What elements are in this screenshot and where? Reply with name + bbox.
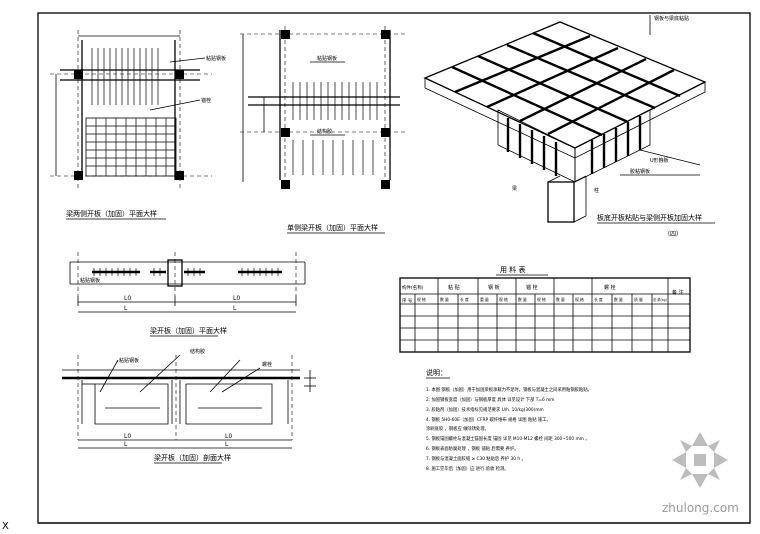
beam-plan-plate-label: 粘贴钢板 bbox=[80, 277, 100, 284]
table-group-0: 粘 贴 bbox=[448, 284, 460, 291]
table-title: 用 料 表 bbox=[500, 265, 525, 274]
table-sub-2: 长 度 bbox=[460, 297, 469, 302]
material-table: 用 料 表 构件(名称) 序 号 粘 贴 钢 板 锚 栓 螺 栓 备 注 规 格… bbox=[399, 265, 691, 353]
beam-single-plan-title: 单侧梁开板（加固）平面大样 bbox=[287, 223, 378, 232]
note-line-5: 5. 钢板锚固螺栓与混凝土锚固长度 锚固 详见 M10-M12 螺栓 间距 30… bbox=[426, 435, 590, 442]
iso-label-3: 胶粘钢板 bbox=[630, 168, 650, 175]
table-sub-10: 数 量 bbox=[614, 297, 623, 302]
note-line-4: 涂刷底胶 ，钢板应 做除锈处理。 bbox=[426, 425, 489, 432]
note-line-2: 3. 胶粘剂（加固）技术指标见规范要求 U/h. 10/kg(300)mm bbox=[426, 406, 544, 413]
table-sub-6: 规 格 bbox=[537, 297, 546, 302]
table-sub-11: 质 量 bbox=[634, 297, 643, 302]
beam-section-bolt-label: 螺栓 bbox=[262, 361, 272, 368]
detail-column-plan: 粘贴钢板 锚栓 梁两侧开板（加固）平面大样 bbox=[50, 30, 226, 220]
detail-iso-view: 钢板与梁底粘贴 U形箍板 胶粘钢板 梁 柱 板底开板粘贴与梁侧开板加固大样 （四… bbox=[423, 15, 715, 238]
notes-block: 说明： 1. 本图 钢板（加固）用于加固梁板承载力不足时，钢板与混凝土之间采用粘… bbox=[426, 368, 592, 472]
sheet-border bbox=[37, 12, 751, 524]
note-line-7: 7. 钢板与混凝土面胶缝 ≥ C30 粘贴后 养护 30 h 。 bbox=[426, 455, 526, 462]
table-sub-7: 数 量 bbox=[556, 297, 565, 302]
table-sub-0: 规 格 bbox=[417, 297, 426, 302]
detail-beam-plan: L0 L0 L L 粘贴钢板 梁开板（加固）平面大样 bbox=[69, 252, 306, 337]
beam-section-plate-label: 粘贴钢板 bbox=[119, 357, 139, 364]
table-rowhead-top: 构件(名称) bbox=[402, 284, 424, 291]
note-line-3: 4. 钢板 5H0-60E（加固）CFRP 碳纤维布 规格 详图 粘贴 施工。 bbox=[426, 416, 551, 423]
table-group-1: 钢 板 bbox=[488, 284, 500, 291]
detail-beam-single-plan: 粘贴钢板 结构胶 单侧梁开板（加固）平面大样 bbox=[240, 26, 405, 234]
watermark-logo: zhulong.com bbox=[662, 432, 739, 515]
note-line-6: 6. 钢板表面防腐处理 ，钢板 铺贴 后需要 养护。 bbox=[426, 445, 519, 452]
table-rowhead-bottom: 序 号 bbox=[402, 297, 413, 304]
beam-single-glue-label: 结构胶 bbox=[317, 128, 332, 135]
column-plan-anchor-label: 锚栓 bbox=[201, 97, 211, 104]
beam-plan-title: 梁开板（加固）平面大样 bbox=[150, 326, 227, 335]
table-sub-9: 长 度 bbox=[594, 297, 603, 302]
iso-view-note: （四） bbox=[664, 231, 682, 238]
notes-heading: 说明： bbox=[426, 368, 447, 377]
column-plan-plate-label: 粘贴钢板 bbox=[206, 55, 226, 62]
detail-beam-section: 结构胶 粘贴钢板 螺栓 L0 L0 L L 梁开板（加固）剖面大样 bbox=[62, 348, 316, 464]
iso-label-4: 梁 bbox=[512, 185, 517, 192]
iso-label-5: 柱 bbox=[594, 187, 599, 194]
beam-plan-dim-l-b: L bbox=[233, 305, 237, 312]
note-line-1: 2. 加固钢板宽度（加固）与钢板厚度 具体 详见设计 下部 T=6 mm bbox=[426, 396, 554, 403]
beam-single-plate-label: 粘贴钢板 bbox=[317, 55, 337, 62]
iso-label-2: U形箍板 bbox=[650, 157, 669, 164]
table-sub-1: 数 量 bbox=[440, 297, 449, 302]
table-sub-4: 规 格 bbox=[499, 297, 508, 302]
table-group-3: 螺 栓 bbox=[604, 284, 616, 291]
corner-mark: X bbox=[2, 521, 9, 532]
beam-plan-dim-l0-a: L0 bbox=[124, 295, 131, 302]
iso-label-1: 钢板与梁底粘贴 bbox=[654, 15, 689, 22]
beam-section-dim-l0-b: L0 bbox=[225, 433, 232, 440]
table-sub-3: 重 量 bbox=[480, 297, 489, 302]
column-plan-title: 梁两侧开板（加固）平面大样 bbox=[66, 209, 157, 218]
beam-section-dim-l0-a: L0 bbox=[124, 433, 131, 440]
beam-section-dim-l-b: L bbox=[225, 441, 229, 448]
iso-view-title: 板底开板粘贴与梁侧开板加固大样 bbox=[597, 213, 702, 222]
beam-plan-dim-l0-b: L0 bbox=[233, 295, 240, 302]
table-sub-12: 总 重(kg) bbox=[653, 297, 667, 302]
note-line-0: 1. 本图 钢板（加固）用于加固梁板承载力不足时，钢板与混凝土之间采用粘钢胶粘贴… bbox=[426, 386, 592, 393]
table-sub-5: 数 量 bbox=[518, 297, 527, 302]
watermark-text: zhulong.com bbox=[662, 501, 739, 515]
beam-section-dim-l-a: L bbox=[124, 441, 128, 448]
table-group-4: 备 注 bbox=[672, 289, 684, 296]
beam-section-title: 梁开板（加固）剖面大样 bbox=[154, 453, 231, 462]
note-line-8: 8. 施工完毕后（加固）应 进行 验收 检测。 bbox=[426, 465, 509, 472]
beam-section-glue-label: 结构胶 bbox=[190, 348, 205, 355]
beam-plan-dim-l-a: L bbox=[124, 305, 128, 312]
table-group-2: 锚 栓 bbox=[526, 284, 538, 291]
table-sub-8: 规 格 bbox=[575, 297, 584, 302]
